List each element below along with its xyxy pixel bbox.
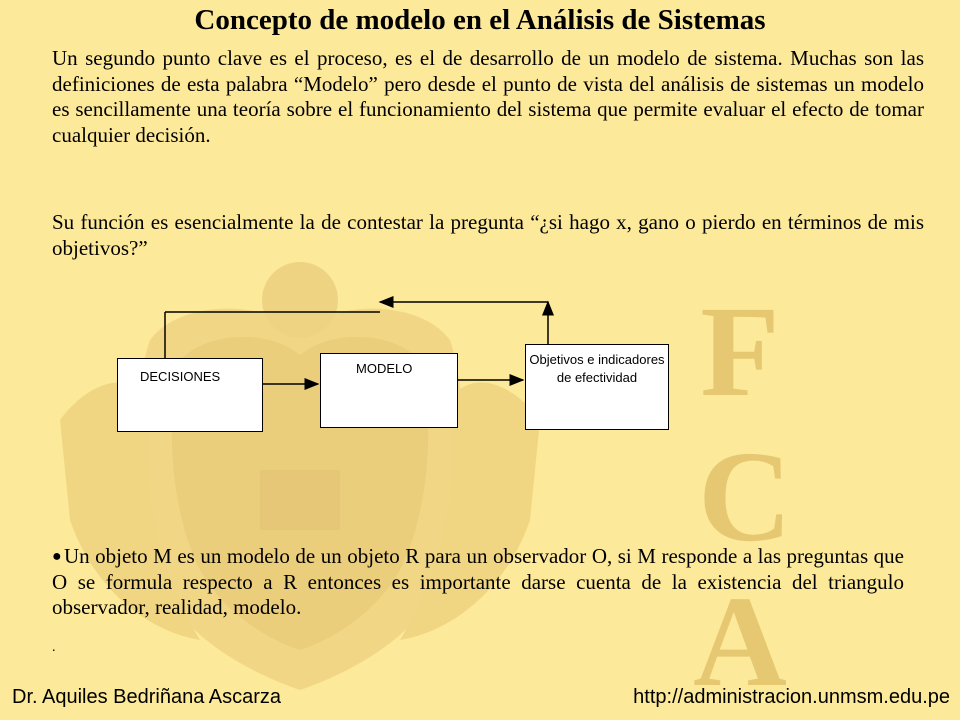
trailing-dot: .	[52, 640, 56, 655]
watermark-letter-f: F	[700, 280, 779, 424]
diagram-label-objetivos: Objetivos e indicadores de efectividad	[529, 352, 665, 385]
bullet-paragraph-text: Un objeto M es un modelo de un objeto R …	[52, 544, 905, 619]
bullet-dot-icon: ●	[52, 548, 62, 565]
footer-url[interactable]: http://administracion.unmsm.edu.pe	[633, 686, 950, 708]
diagram-box-modelo: MODELO	[320, 353, 458, 428]
diagram-box-objetivos: Objetivos e indicadores de efectividad	[525, 344, 669, 430]
paragraph-modelo-funcion: Su función es esencialmente la de contes…	[52, 210, 924, 260]
diagram-label-modelo: MODELO	[356, 361, 413, 376]
slide-title: Concepto de modelo en el Análisis de Sis…	[194, 4, 766, 36]
footer-author: Dr. Aquiles Bedriñana Ascarza	[12, 686, 282, 708]
paragraph-modelo-definicion: Un segundo punto clave es el proceso, es…	[52, 46, 924, 147]
watermark-letter-c: C	[698, 425, 792, 569]
bullet-paragraph: ●Un objeto M es un modelo de un objeto R…	[52, 544, 904, 621]
diagram-label-decisiones: DECISIONES	[140, 369, 221, 384]
diagram-box-decisiones: DECISIONES	[117, 358, 263, 432]
watermark-letter-a: A	[693, 570, 787, 714]
